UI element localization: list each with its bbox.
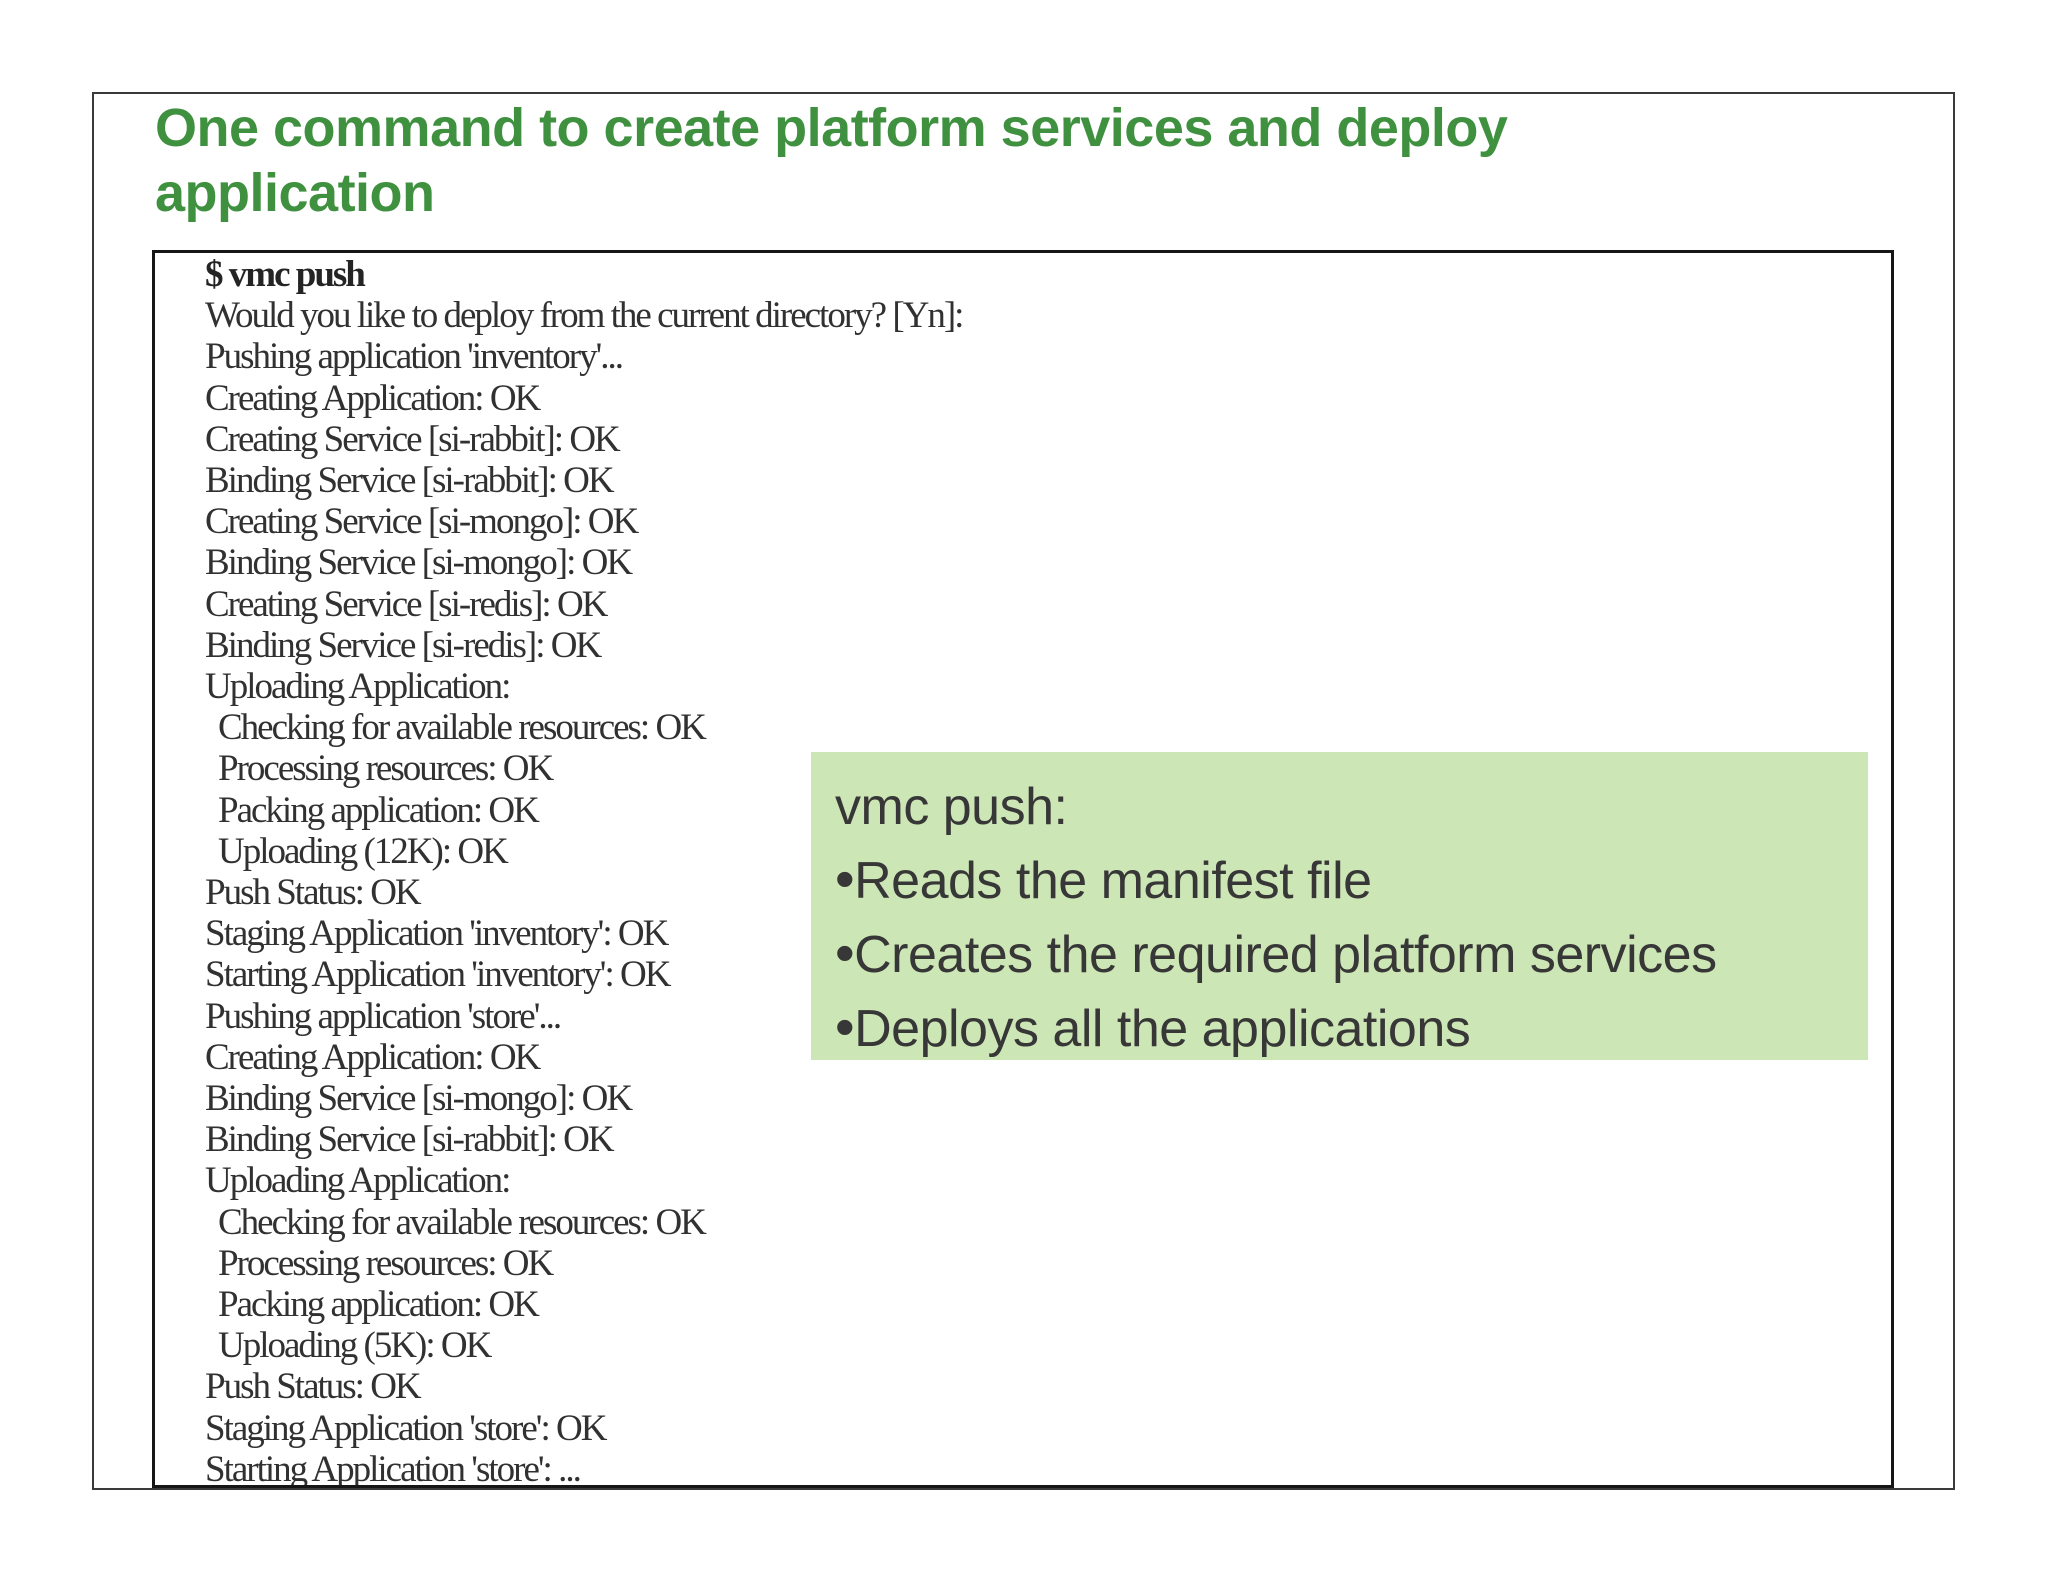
terminal-line: Push Status: OK [205, 872, 422, 914]
terminal-line: Binding Service [si-mongo]: OK [205, 542, 633, 584]
terminal-line: Uploading Application: [205, 666, 511, 708]
terminal-line: Uploading (5K): OK [218, 1325, 492, 1367]
callout-bullet: •Creates the required platform services [835, 917, 1868, 991]
terminal-line: Uploading Application: [205, 1160, 511, 1202]
terminal-line: Packing application: OK [218, 789, 540, 831]
terminal-line: Creating Service [si-rabbit]: OK [205, 418, 621, 460]
callout-bullet-text: Deploys all the applications [854, 1000, 1471, 1058]
terminal-line: Checking for available resources: OK [218, 1201, 707, 1243]
terminal-line: $ vmc push [205, 254, 366, 295]
terminal-line: Processing resources: OK [218, 1242, 554, 1284]
terminal-line: Creating Application: OK [205, 1036, 541, 1078]
terminal-line: Uploading (12K): OK [218, 830, 509, 872]
page-title-line-2: application [155, 163, 435, 223]
terminal-line: Starting Application 'inventory': OK [205, 954, 671, 996]
bullet-icon: • [835, 995, 855, 1058]
terminal-line: Creating Service [si-redis]: OK [205, 583, 608, 625]
terminal-line: Would you like to deploy from the curren… [205, 295, 964, 337]
terminal-line: Binding Service [si-redis]: OK [205, 624, 602, 666]
terminal-line: Creating Application: OK [205, 377, 541, 419]
callout-heading: vmc push: [835, 778, 1068, 836]
page-title-line-1: One command to create platform services … [155, 98, 1508, 158]
callout-bullet-text: Reads the manifest file [854, 852, 1372, 910]
terminal-line: Checking for available resources: OK [218, 707, 707, 749]
terminal-line: Binding Service [si-rabbit]: OK [205, 460, 615, 502]
terminal-line: Binding Service [si-mongo]: OK [205, 1078, 633, 1120]
terminal-line: Packing application: OK [218, 1284, 540, 1326]
terminal-line: Staging Application 'inventory': OK [205, 913, 669, 955]
terminal-line: Starting Application 'store': ... [205, 1448, 582, 1488]
terminal-line: Creating Service [si-mongo]: OK [205, 501, 639, 543]
callout-bullet-text: Creates the required platform services [854, 926, 1717, 984]
terminal-line: Pushing application 'inventory'... [205, 336, 624, 378]
terminal-line: Push Status: OK [205, 1366, 422, 1408]
page-title: One command to create platform services … [155, 96, 1945, 226]
callout-box: vmc push: •Reads the manifest file•Creat… [811, 752, 1868, 1060]
terminal-line: Binding Service [si-rabbit]: OK [205, 1119, 615, 1161]
terminal-line: Staging Application 'store': OK [205, 1407, 607, 1449]
slide: One command to create platform services … [92, 92, 1955, 1490]
bullet-icon: • [835, 921, 855, 984]
terminal-line: Pushing application 'store'... [205, 995, 562, 1037]
bullet-icon: • [835, 847, 855, 910]
callout-bullet: •Deploys all the applications [835, 991, 1868, 1060]
callout-bullet: •Reads the manifest file [835, 843, 1868, 917]
callout-bullet-list: •Reads the manifest file•Creates the req… [835, 843, 1868, 1060]
terminal-line: Processing resources: OK [218, 748, 554, 790]
